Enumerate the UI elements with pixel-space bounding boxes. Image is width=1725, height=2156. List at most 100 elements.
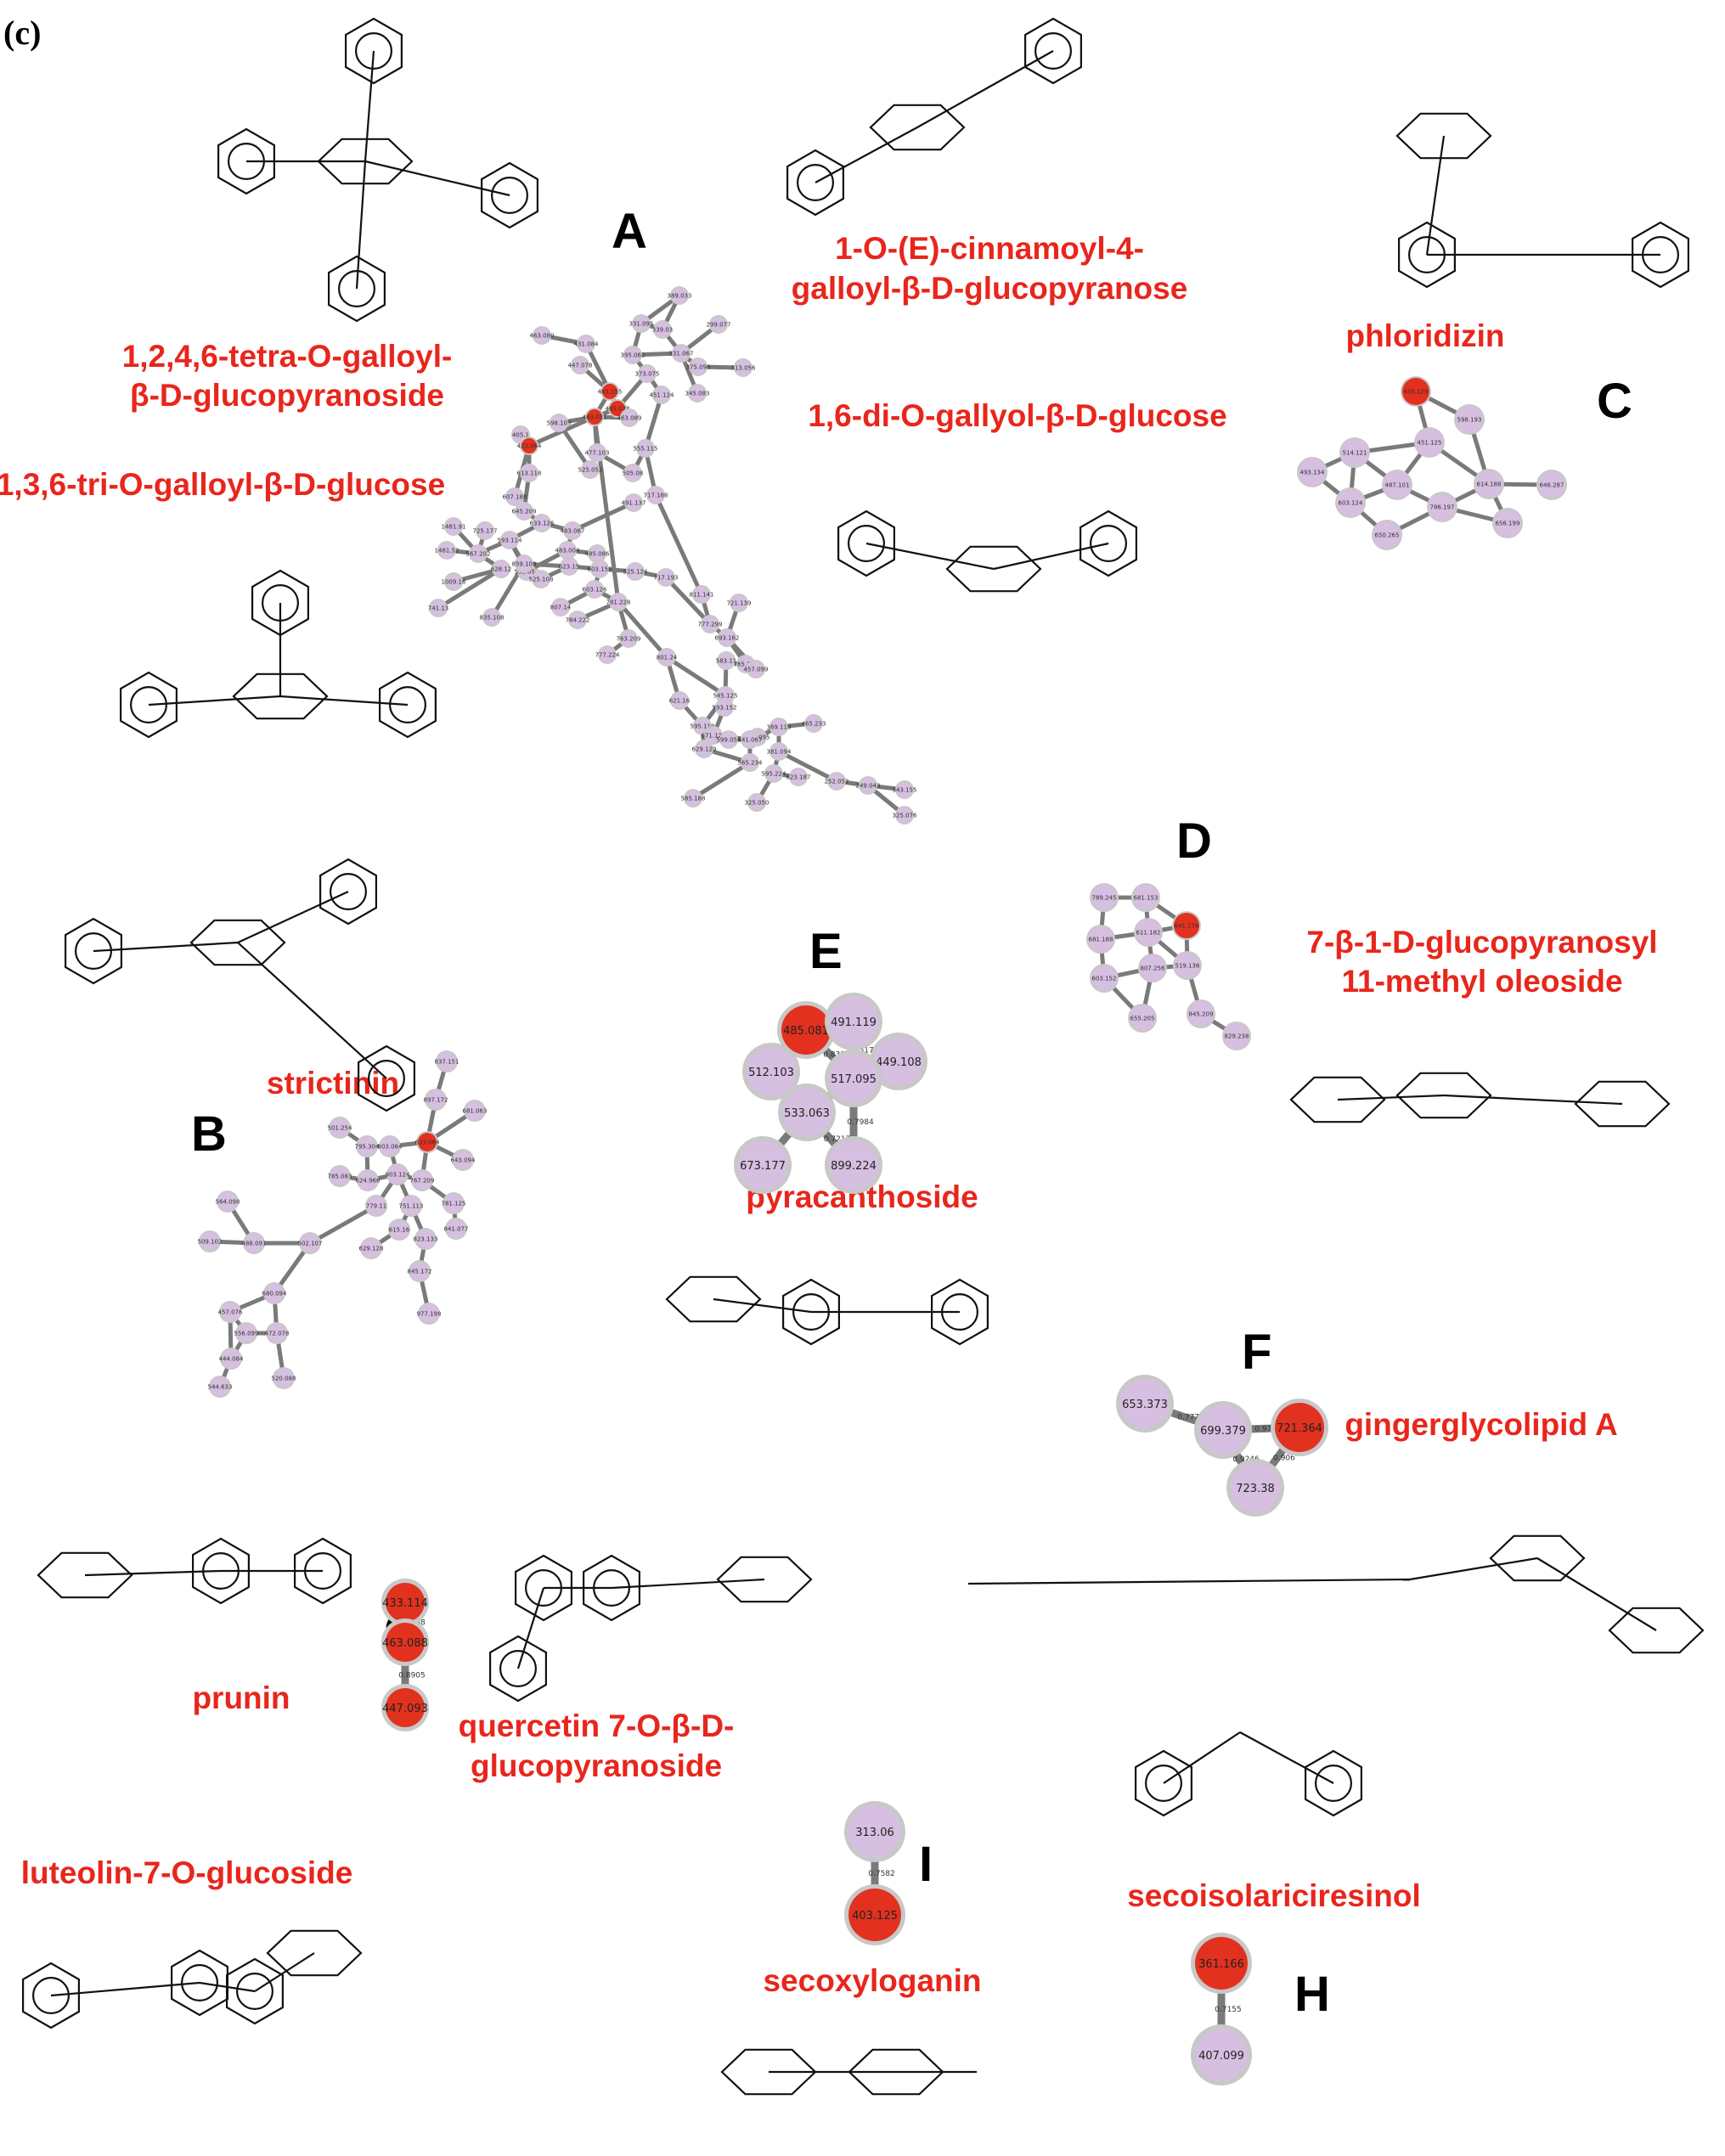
- network-a-node-78[interactable]: [791, 769, 806, 785]
- network-b-node-22[interactable]: [218, 1192, 237, 1211]
- network-c-node-7[interactable]: [1538, 471, 1565, 498]
- network-a-node-46[interactable]: [658, 570, 674, 585]
- network-d-node-4[interactable]: [1136, 920, 1161, 945]
- network-a-node-38[interactable]: [560, 543, 575, 558]
- network-b-node-23[interactable]: [245, 1234, 263, 1253]
- network-c-node-3[interactable]: [1341, 439, 1368, 466]
- network-e-node-0[interactable]: [781, 1005, 831, 1055]
- network-c-node-9[interactable]: [1429, 493, 1456, 521]
- network-b-node-16[interactable]: [390, 1220, 409, 1239]
- network-c-node-5[interactable]: [1384, 471, 1411, 498]
- network-b-node-1[interactable]: [426, 1090, 445, 1109]
- network-a-node-17[interactable]: [622, 410, 637, 425]
- network-a-node-82[interactable]: [860, 778, 876, 793]
- network-c-node-10[interactable]: [1373, 521, 1401, 549]
- network-a-node-44[interactable]: [592, 561, 607, 577]
- network-b-node-6[interactable]: [381, 1137, 399, 1156]
- network-a-node-47[interactable]: [694, 587, 709, 602]
- network-a-node-74[interactable]: [742, 732, 758, 747]
- network-b-node-12[interactable]: [367, 1196, 386, 1215]
- network-b-node-20[interactable]: [420, 1304, 438, 1323]
- network-a-node-59[interactable]: [719, 630, 735, 645]
- network-a-node-24[interactable]: [625, 465, 640, 481]
- network-b-node-27[interactable]: [237, 1324, 256, 1343]
- network-a-node-48[interactable]: [431, 600, 446, 616]
- network-b-node-8[interactable]: [330, 1167, 349, 1185]
- network-e-node-3[interactable]: [747, 1047, 796, 1096]
- network-b-node-4[interactable]: [418, 1133, 437, 1151]
- network-d-node-10[interactable]: [1224, 1023, 1249, 1049]
- network-a-node-73[interactable]: [721, 732, 736, 747]
- network-b-node-2[interactable]: [465, 1101, 484, 1120]
- network-a-node-76[interactable]: [742, 755, 758, 770]
- network-a-node-79[interactable]: [829, 774, 844, 789]
- network-a-node-7[interactable]: [674, 346, 689, 361]
- network-a-node-23[interactable]: [583, 462, 598, 477]
- network-c-node-6[interactable]: [1475, 470, 1502, 498]
- network-a-node-12[interactable]: [690, 386, 705, 401]
- network-a-node-39[interactable]: [589, 546, 605, 561]
- network-a-node-22[interactable]: [589, 445, 605, 460]
- network-a-node-4[interactable]: [534, 328, 550, 343]
- network-a-node-19[interactable]: [551, 415, 567, 431]
- network-d-node-6[interactable]: [1140, 955, 1165, 981]
- network-a-node-49[interactable]: [484, 610, 499, 625]
- network-c-node-8[interactable]: [1337, 489, 1364, 516]
- network-a-node-71[interactable]: [806, 716, 821, 731]
- network-a-node-29[interactable]: [534, 515, 550, 531]
- network-g-node-1[interactable]: [386, 1623, 425, 1662]
- network-a-node-2[interactable]: [655, 322, 670, 337]
- network-a-node-11[interactable]: [640, 366, 655, 381]
- network-a-node-84[interactable]: [897, 808, 912, 823]
- network-a-node-40[interactable]: [446, 574, 461, 589]
- network-a-node-16[interactable]: [587, 409, 602, 425]
- network-a-node-3[interactable]: [711, 317, 726, 332]
- network-f-node-0[interactable]: [1120, 1379, 1170, 1428]
- network-b-node-7[interactable]: [454, 1151, 472, 1169]
- network-e-node-5[interactable]: [782, 1088, 831, 1137]
- network-a-node-52[interactable]: [587, 582, 602, 597]
- network-a-node-61[interactable]: [719, 653, 734, 668]
- network-b-node-9[interactable]: [358, 1171, 377, 1190]
- network-a-node-57[interactable]: [600, 647, 615, 662]
- network-a-node-50[interactable]: [533, 571, 549, 587]
- network-a-node-45[interactable]: [628, 564, 643, 579]
- network-f-node-3[interactable]: [1231, 1463, 1280, 1512]
- network-e-node-6[interactable]: [738, 1140, 787, 1190]
- network-a-node-8[interactable]: [691, 359, 706, 374]
- network-b-node-14[interactable]: [444, 1194, 463, 1213]
- network-a-node-70[interactable]: [771, 719, 786, 735]
- network-d-node-3[interactable]: [1088, 926, 1113, 952]
- network-b-node-11[interactable]: [413, 1171, 431, 1190]
- network-b-node-26[interactable]: [221, 1303, 240, 1321]
- network-a-node-10[interactable]: [572, 357, 588, 373]
- network-f-node-2[interactable]: [1275, 1403, 1324, 1452]
- network-a-node-20[interactable]: [521, 438, 537, 453]
- network-a-node-65[interactable]: [672, 693, 687, 708]
- network-f-node-1[interactable]: [1198, 1405, 1248, 1455]
- network-g-node-0[interactable]: [386, 1583, 425, 1622]
- network-h-node-1[interactable]: [1195, 2029, 1248, 2081]
- network-c-node-2[interactable]: [1416, 429, 1443, 456]
- network-b-node-24[interactable]: [200, 1232, 219, 1251]
- network-e-node-4[interactable]: [829, 1054, 878, 1103]
- network-a-node-34[interactable]: [439, 543, 454, 558]
- network-a-node-27[interactable]: [507, 489, 522, 504]
- network-d-node-9[interactable]: [1188, 1001, 1214, 1027]
- network-a-node-35[interactable]: [471, 546, 486, 561]
- network-a-node-6[interactable]: [625, 347, 640, 363]
- network-b-node-0[interactable]: [437, 1052, 456, 1071]
- network-b-node-18[interactable]: [362, 1239, 381, 1258]
- network-b-node-3[interactable]: [330, 1118, 349, 1137]
- network-e-node-2[interactable]: [874, 1037, 923, 1086]
- network-d-node-0[interactable]: [1091, 885, 1117, 910]
- network-d-node-2[interactable]: [1174, 913, 1199, 938]
- network-a-node-62[interactable]: [748, 661, 764, 677]
- network-i-node-0[interactable]: [848, 1805, 901, 1858]
- network-i-node-1[interactable]: [848, 1889, 901, 1941]
- network-a-node-36[interactable]: [502, 532, 517, 548]
- network-b-node-30[interactable]: [274, 1369, 293, 1388]
- network-d-node-1[interactable]: [1133, 885, 1158, 910]
- network-e-node-7[interactable]: [829, 1140, 878, 1190]
- network-b-node-29[interactable]: [222, 1349, 240, 1368]
